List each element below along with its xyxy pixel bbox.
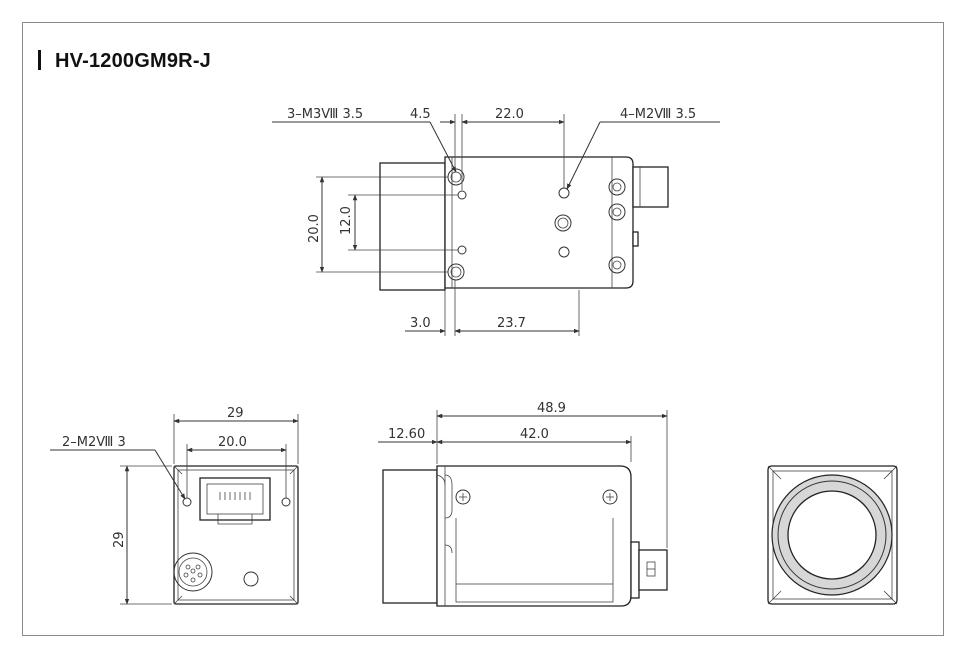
side-view: 48.9 12.60 42.0 xyxy=(378,401,668,607)
side-dim-body: 42.0 xyxy=(520,427,549,442)
dim-top-b: 22.0 xyxy=(495,107,524,122)
top-body-outline xyxy=(444,156,634,289)
top-view: 3–M3Ⅷ 3.5 4.5 22.0 4–M2Ⅷ 3.5 20.0 12.0 3… xyxy=(272,107,720,336)
page-title: HV-1200GM9R-J xyxy=(38,50,211,73)
side-dim-lens: 12.60 xyxy=(388,427,425,442)
rear-dim-width: 29 xyxy=(227,406,244,421)
dim-bottom-b: 23.7 xyxy=(497,316,526,331)
rear-dim-height: 29 xyxy=(112,531,127,548)
top-callout-right: 4–M2Ⅷ 3.5 xyxy=(620,107,696,122)
io-connector xyxy=(173,552,213,592)
front-view xyxy=(767,465,898,605)
top-callout-left: 3–M3Ⅷ 3.5 xyxy=(287,107,363,122)
lens-opening xyxy=(787,490,877,580)
drawing-frame xyxy=(22,22,944,636)
side-lens-outline xyxy=(382,469,438,604)
top-lens-outline xyxy=(379,162,446,291)
dim-top-a: 4.5 xyxy=(410,107,431,122)
side-body-outline xyxy=(436,465,632,607)
rear-callout: 2–M2Ⅷ 3 xyxy=(62,435,126,450)
dim-left-inner: 12.0 xyxy=(339,206,354,235)
title-text: HV-1200GM9R-J xyxy=(55,50,211,72)
side-dim-total: 48.9 xyxy=(537,401,566,416)
dim-bottom-a: 3.0 xyxy=(410,316,431,331)
top-connector xyxy=(632,166,669,208)
rj45-pins xyxy=(219,492,251,500)
mounting-holes xyxy=(447,168,626,281)
title-bar xyxy=(38,50,41,70)
rear-view: 29 20.0 2–M2Ⅷ 3 29 xyxy=(50,406,299,605)
dim-left-outer: 20.0 xyxy=(307,214,322,243)
rear-dim-holes: 20.0 xyxy=(218,435,247,450)
side-connector xyxy=(638,549,668,591)
